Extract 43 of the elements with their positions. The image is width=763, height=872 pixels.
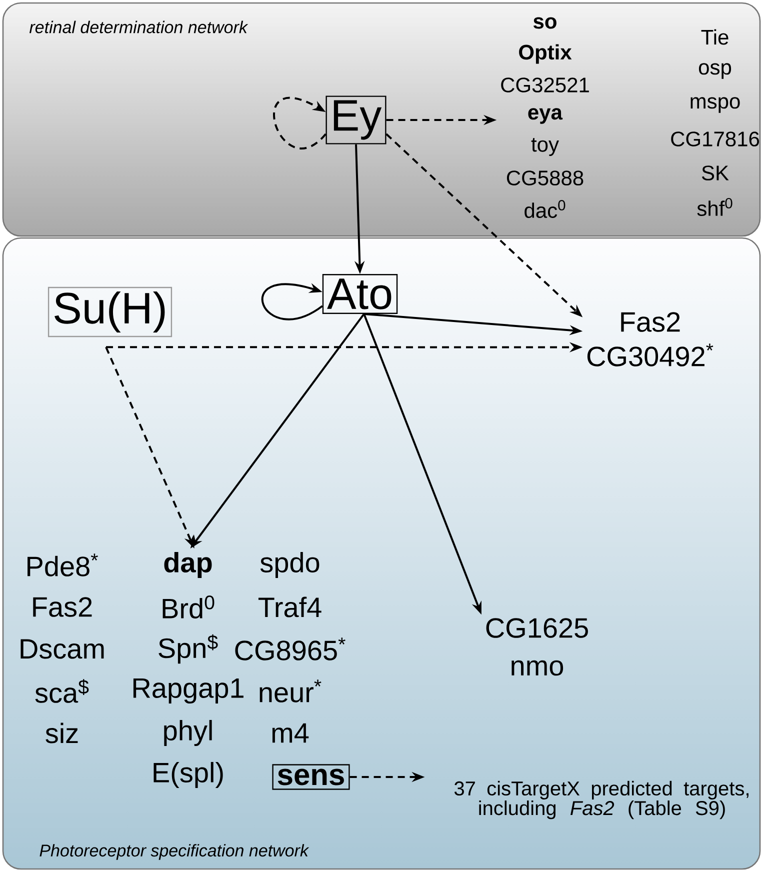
gene-label: eya	[528, 108, 563, 124]
gene-label: nmo	[512, 660, 564, 676]
gene-label: Fas2	[621, 312, 680, 332]
gene-label: Dscam	[20, 639, 104, 659]
gene-label: mspo	[690, 97, 740, 113]
gene-label: Fas2	[33, 597, 92, 617]
gene-label: dap	[164, 552, 212, 578]
loop-arrow	[273, 96, 326, 150]
note-text: 37 cisTargetX predicted targets, including Fas2 (Table S9)	[454, 780, 748, 820]
gene-label: CG8965$^{*}$	[235, 638, 346, 660]
gene-label: neur$^{*}$	[260, 680, 322, 702]
gene-label: sca$^{$}$	[35, 679, 89, 703]
gene-label: Spn$^{$}$	[158, 634, 218, 664]
gene-label: CG17816	[671, 132, 760, 146]
gene-box: Ato	[322, 274, 398, 314]
gene-label: Rapgap1	[133, 678, 244, 704]
gene-label: Traf4	[258, 596, 322, 618]
gene-label: CG1625	[486, 618, 588, 638]
gene-label: Tie	[701, 29, 728, 45]
gene-label: phyl	[164, 720, 212, 746]
gene-label: m4	[272, 723, 309, 743]
gene-label: Optix	[519, 44, 572, 64]
panel-title: Photoreceptor specification network	[40, 844, 310, 860]
gene-label: so	[534, 17, 556, 29]
gene-label: dac$^{0}$	[524, 200, 566, 218]
network-panel	[2, 2, 761, 237]
gene-label: CG32521	[501, 78, 589, 92]
gene-label: SK	[702, 166, 729, 180]
gene-label: E(spl)	[154, 762, 223, 788]
gene-box: Ey	[326, 96, 386, 144]
gene-label: CG5888	[506, 170, 584, 186]
gene-label: siz	[46, 722, 78, 744]
gene-label: spdo	[260, 552, 320, 578]
gene-label: CG30492$^{*}$	[587, 344, 714, 366]
gene-box: Su(H)	[48, 286, 172, 338]
gene-label: Pde8$^{*}$	[28, 554, 98, 576]
gene-label: Brd$^{0}$	[162, 596, 214, 618]
gene-label: shf$^{0}$	[697, 198, 732, 216]
panel-title: retinal determination network	[29, 20, 248, 34]
loop-arrow	[261, 283, 323, 320]
gene-label: osp	[698, 63, 732, 79]
gene-box: sens	[272, 764, 350, 790]
gene-label: toy	[531, 138, 559, 156]
